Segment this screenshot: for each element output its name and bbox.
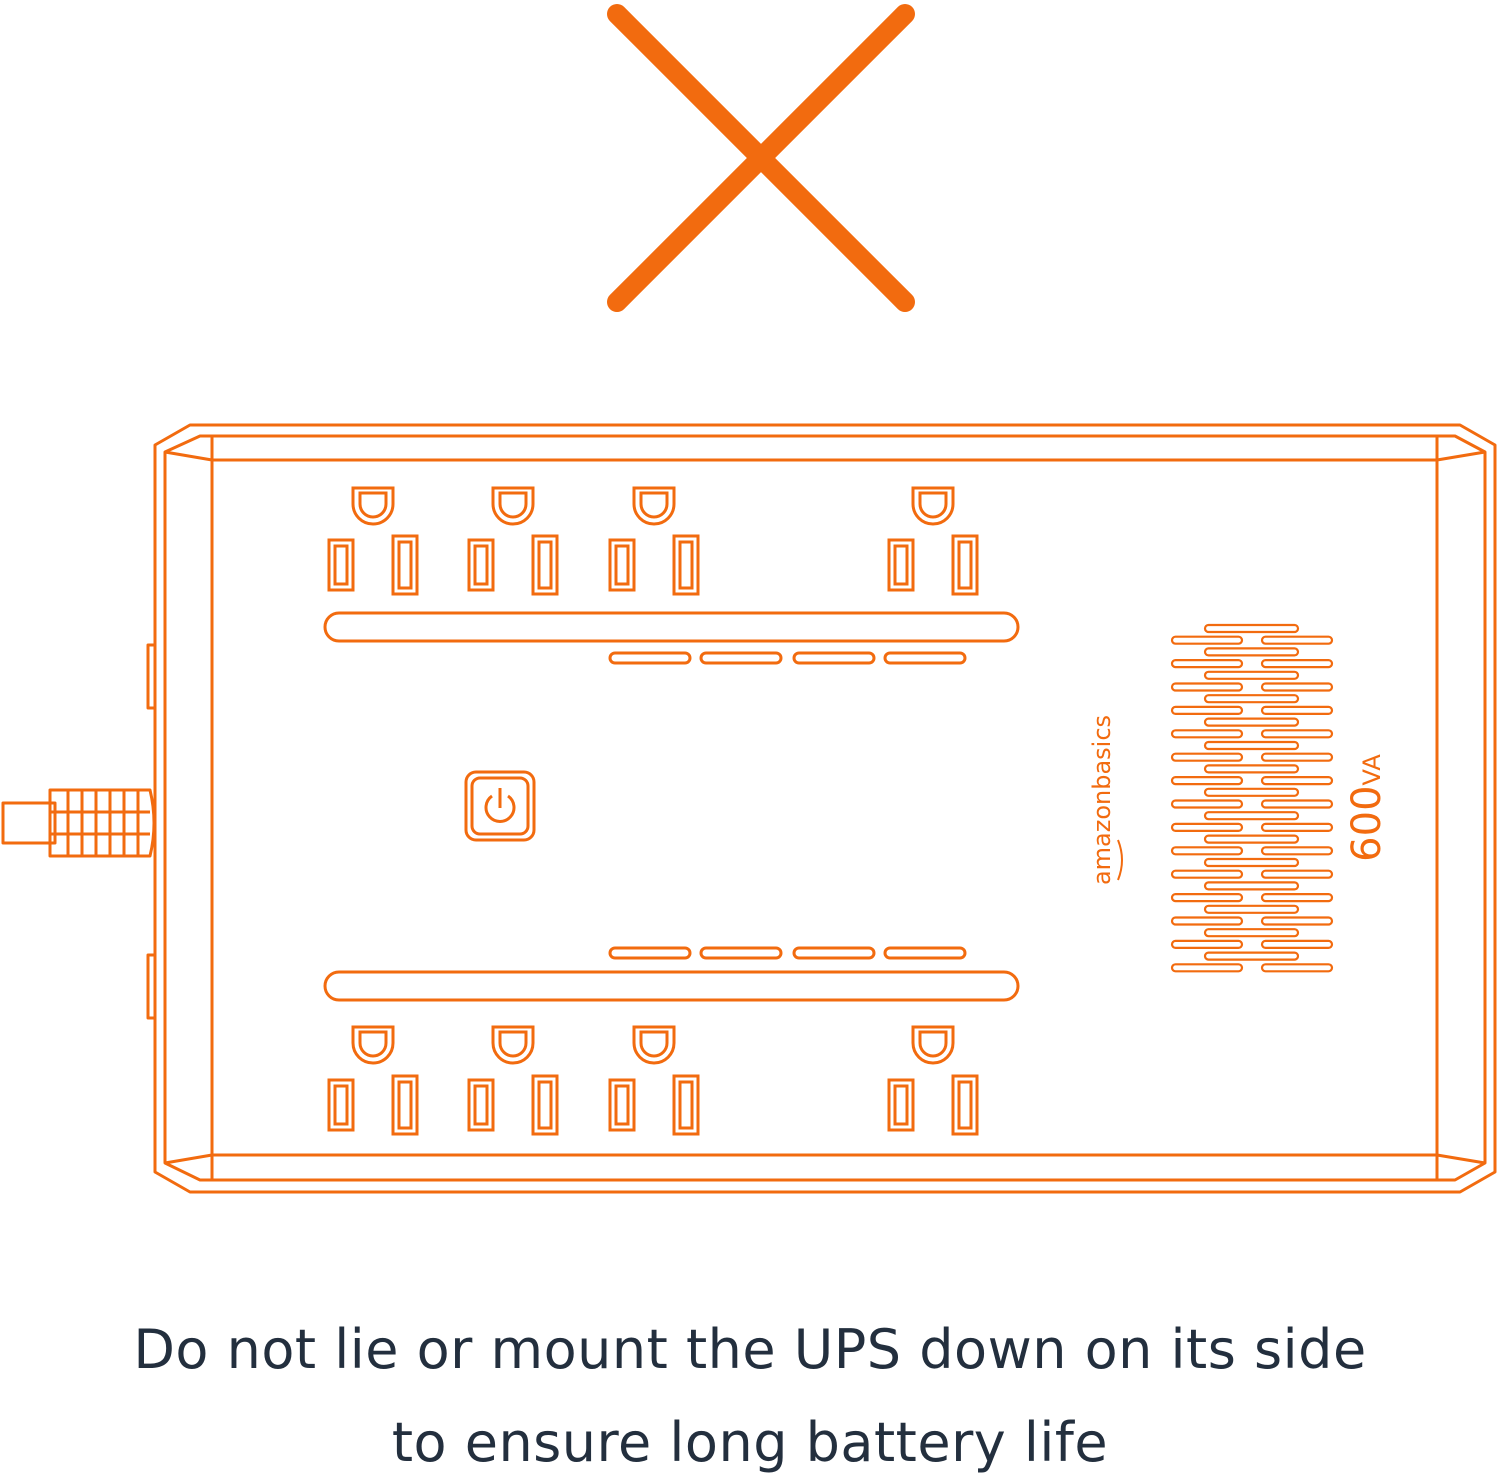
ac-outlet [467, 1025, 559, 1136]
vent-row [1170, 775, 1334, 786]
ac-outlet [327, 1025, 419, 1136]
vent-row [1170, 869, 1334, 879]
brand-text: amazonbasics [1088, 715, 1116, 885]
ups-illustration: amazonbasics 600VA [1, 4, 1497, 1194]
vent-row [1170, 729, 1334, 739]
vent-row [1203, 857, 1300, 868]
lower-slot-bar [323, 970, 1020, 1002]
lower-vent-slots [608, 946, 967, 960]
rating-value: 600 [1344, 785, 1390, 861]
vent-row [1203, 623, 1300, 634]
ac-outlet [887, 1025, 979, 1136]
brand-smile-icon [1117, 839, 1123, 881]
vent-row [1203, 834, 1300, 844]
vent-grille [1170, 623, 1334, 973]
vent-row [1170, 752, 1334, 762]
upper-vent-slots [608, 651, 967, 665]
ac-outlet [887, 486, 979, 596]
vent-row [1203, 670, 1300, 680]
ups-device [1, 423, 1497, 1194]
vent-row [1170, 682, 1334, 692]
vent-row [1203, 881, 1300, 891]
ac-outlet [467, 486, 559, 596]
vent-row [1170, 916, 1334, 926]
side-tab-top [146, 643, 157, 710]
vent-row [1203, 717, 1300, 727]
vent-row [1170, 822, 1334, 833]
rating-label: 600VA [1344, 754, 1390, 862]
vent-row [1170, 635, 1334, 645]
vent-row [1170, 939, 1334, 950]
vent-row [1203, 811, 1300, 821]
vent-row [1203, 694, 1300, 704]
brand-logo: amazonbasics [1088, 715, 1123, 885]
upper-slot-bar [323, 611, 1020, 643]
vent-row [1170, 799, 1334, 809]
vent-row [1170, 892, 1334, 903]
ac-outlet [608, 486, 700, 596]
vent-row [1203, 904, 1300, 914]
vent-row [1170, 963, 1334, 973]
power-cord-icon [1, 788, 156, 858]
caption-line-2: to ensure long battery life [391, 1411, 1109, 1474]
vent-row [1170, 846, 1334, 856]
caption-line-1: Do not lie or mount the UPS down on its … [133, 1318, 1367, 1381]
outlet-group [327, 486, 979, 1136]
vent-row [1203, 647, 1300, 657]
side-tab-bottom [146, 953, 157, 1020]
vent-row [1203, 951, 1300, 961]
vent-row [1203, 928, 1300, 938]
ac-outlet [327, 486, 419, 596]
ups-inner-body [163, 434, 1487, 1182]
vent-row [1170, 658, 1334, 669]
vent-row [1203, 740, 1300, 751]
ac-outlet [608, 1025, 700, 1136]
prohibited-x-icon [607, 4, 915, 312]
vent-row [1203, 764, 1300, 774]
power-button-icon[interactable] [464, 770, 536, 842]
rating-unit: VA [1358, 754, 1386, 786]
svg-text:600VA: 600VA [1344, 754, 1390, 862]
vent-row [1203, 787, 1300, 797]
vent-row [1170, 705, 1334, 716]
